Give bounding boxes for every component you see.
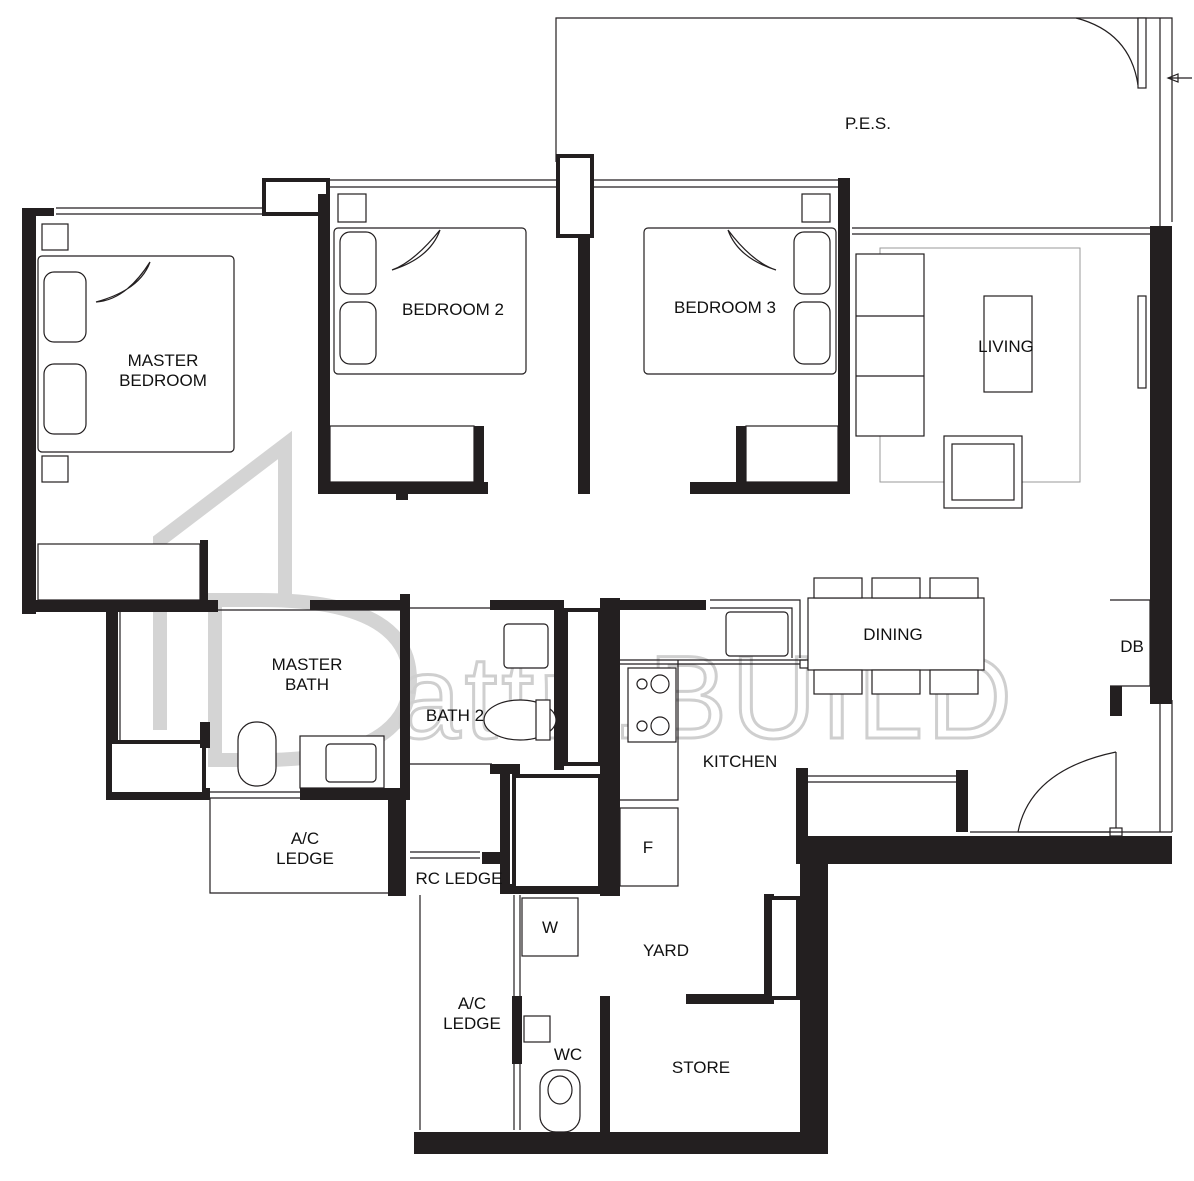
- thin-lines: [56, 17, 1192, 1130]
- label-pes: P.E.S.: [845, 114, 891, 133]
- label-bath-2: BATH 2: [426, 706, 484, 725]
- room-labels: P.E.S. MASTER BEDROOM BEDROOM 2 BEDROOM …: [119, 114, 1144, 1077]
- label-ac-ledge-b-line1: A/C: [458, 994, 486, 1013]
- label-kitchen: KITCHEN: [703, 752, 778, 771]
- label-db: DB: [1120, 637, 1144, 656]
- label-master-bath-line2: BATH: [285, 675, 329, 694]
- walls: [22, 154, 1172, 1154]
- label-washer: W: [542, 918, 558, 937]
- label-ac-ledge-a-line1: A/C: [291, 829, 319, 848]
- label-living: LIVING: [978, 337, 1034, 356]
- label-ac-ledge-b-line2: LEDGE: [443, 1014, 501, 1033]
- label-ac-ledge-a-line2: LEDGE: [276, 849, 334, 868]
- label-master-bath-line1: MASTER: [272, 655, 343, 674]
- label-bedroom-2: BEDROOM 2: [402, 300, 504, 319]
- label-dining: DINING: [863, 625, 923, 644]
- label-master-bedroom-line1: MASTER: [128, 351, 199, 370]
- label-fridge: F: [643, 838, 653, 857]
- fixtures: [37, 193, 1081, 1133]
- label-master-bedroom-line2: BEDROOM: [119, 371, 207, 390]
- label-bedroom-3: BEDROOM 3: [674, 298, 776, 317]
- label-store: STORE: [672, 1058, 730, 1077]
- label-yard: YARD: [643, 941, 689, 960]
- label-wc: WC: [554, 1045, 582, 1064]
- label-rc-ledge: RC LEDGE: [416, 869, 503, 888]
